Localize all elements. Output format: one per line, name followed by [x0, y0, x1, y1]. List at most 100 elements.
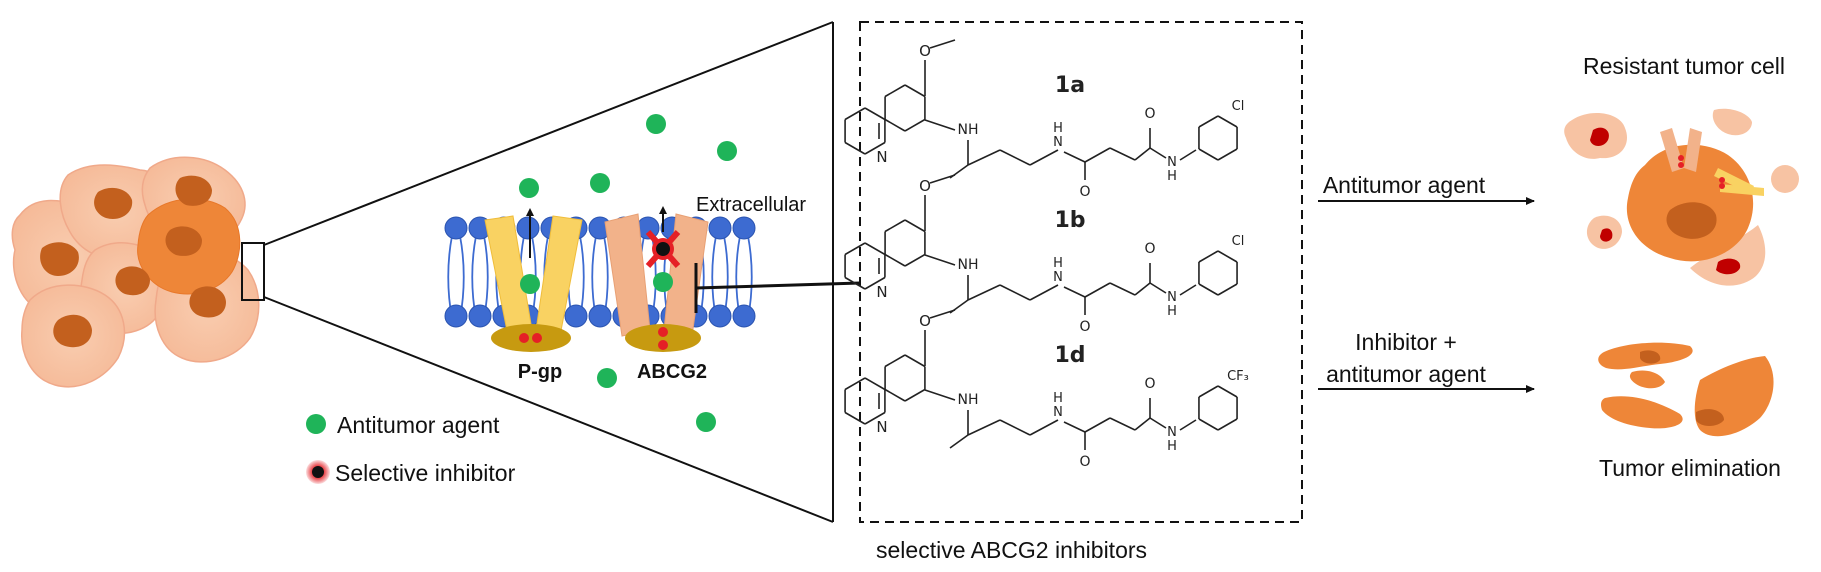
lipid-head [732, 304, 756, 328]
lipid-head [444, 216, 468, 240]
bond [1063, 421, 1086, 433]
nucleus [189, 286, 226, 318]
bond [864, 377, 886, 391]
inhibition-line [695, 281, 861, 290]
bond [884, 219, 906, 233]
atom-h: H [1053, 121, 1063, 136]
antitumor-agent-dot [590, 173, 610, 193]
atom-n: N [876, 418, 887, 436]
substituent-label: CF₃ [1227, 369, 1249, 384]
blood-blob [1600, 228, 1613, 242]
bond [844, 141, 866, 155]
dead-cell-fragment [1601, 396, 1683, 429]
bond [1149, 282, 1167, 294]
atom-h: H [1167, 439, 1177, 454]
bond [1063, 151, 1086, 163]
bond [999, 284, 1031, 301]
arrow-bottom-label-line1: Inhibitor + [1355, 329, 1457, 355]
bond [929, 39, 956, 49]
legend-agent-label: Antitumor agent [337, 412, 500, 438]
bond [844, 242, 866, 256]
bond [1134, 147, 1151, 161]
lipid-head [564, 304, 588, 328]
bond [967, 419, 1001, 436]
bond [884, 118, 906, 132]
zoom-line-bottom [263, 296, 834, 523]
tumor-elimination-illustration [1598, 342, 1774, 437]
bond [929, 174, 956, 184]
resistant-cell-nucleus [1666, 202, 1717, 239]
atom-nh: NH [958, 122, 979, 138]
atom-h: H [1053, 391, 1063, 406]
bond [1217, 148, 1238, 161]
legend: Antitumor agent Selective inhibitor [306, 412, 516, 486]
bond [1179, 284, 1197, 296]
bond [1134, 417, 1151, 431]
bond [1149, 417, 1167, 429]
bond [1063, 286, 1086, 298]
antitumor-agent-dot [520, 274, 540, 294]
nucleus [94, 187, 133, 219]
bond [884, 253, 906, 267]
bond [844, 377, 866, 391]
bond [1198, 250, 1219, 263]
nucleus [40, 242, 79, 276]
bond [1084, 282, 1111, 298]
lipid-head [708, 216, 732, 240]
bond [1198, 115, 1219, 128]
antitumor-agent-dot [597, 368, 617, 388]
bond [1217, 385, 1238, 398]
bond [884, 354, 906, 368]
compound-id: 1d [1054, 343, 1085, 368]
bond [924, 389, 956, 401]
atom-o: O [919, 312, 931, 330]
bond [904, 388, 926, 402]
bond [904, 219, 926, 233]
bond [999, 419, 1031, 436]
atom-o: O [1079, 184, 1090, 200]
atom-n: N [1167, 290, 1177, 305]
atom-o: O [1144, 106, 1155, 122]
bond [844, 276, 866, 290]
bond [904, 253, 926, 267]
pgp-transporter [484, 215, 583, 352]
transporter-bar [1720, 184, 1764, 196]
lipid-head [708, 304, 732, 328]
dead-cell-nucleus [1640, 350, 1661, 364]
zoom-region-box [241, 242, 265, 301]
extracellular-label: Extracellular [696, 194, 806, 216]
bond [1084, 147, 1111, 163]
bond [844, 411, 866, 425]
legend-inhibitor-label: Selective inhibitor [335, 460, 516, 486]
atom-o: O [1079, 319, 1090, 335]
blood-blob [1716, 258, 1741, 275]
bond [1134, 282, 1151, 296]
bond [864, 411, 886, 425]
bond [1029, 284, 1059, 301]
antitumor-agent-dot [653, 272, 673, 292]
bond [929, 309, 956, 319]
bond [864, 107, 886, 121]
antitumor-agent-dot [717, 141, 737, 161]
bond [904, 118, 926, 132]
dead-cell-nucleus [1696, 409, 1724, 426]
bond [967, 284, 1001, 301]
blood-blob [1590, 127, 1609, 146]
bond [1217, 250, 1238, 263]
bond [864, 141, 886, 155]
nucleus [115, 266, 150, 296]
antitumor-agent-dot [519, 178, 539, 198]
abcg2-label: ABCG2 [637, 361, 707, 383]
atom-o: O [919, 42, 931, 60]
dead-cell-fragment [1629, 370, 1665, 389]
bond [1179, 419, 1197, 431]
bond [1029, 419, 1059, 436]
antitumor-agent-dots [519, 114, 737, 432]
lipid-head [444, 304, 468, 328]
nucleus [175, 175, 212, 206]
atp-dot [1678, 155, 1684, 161]
